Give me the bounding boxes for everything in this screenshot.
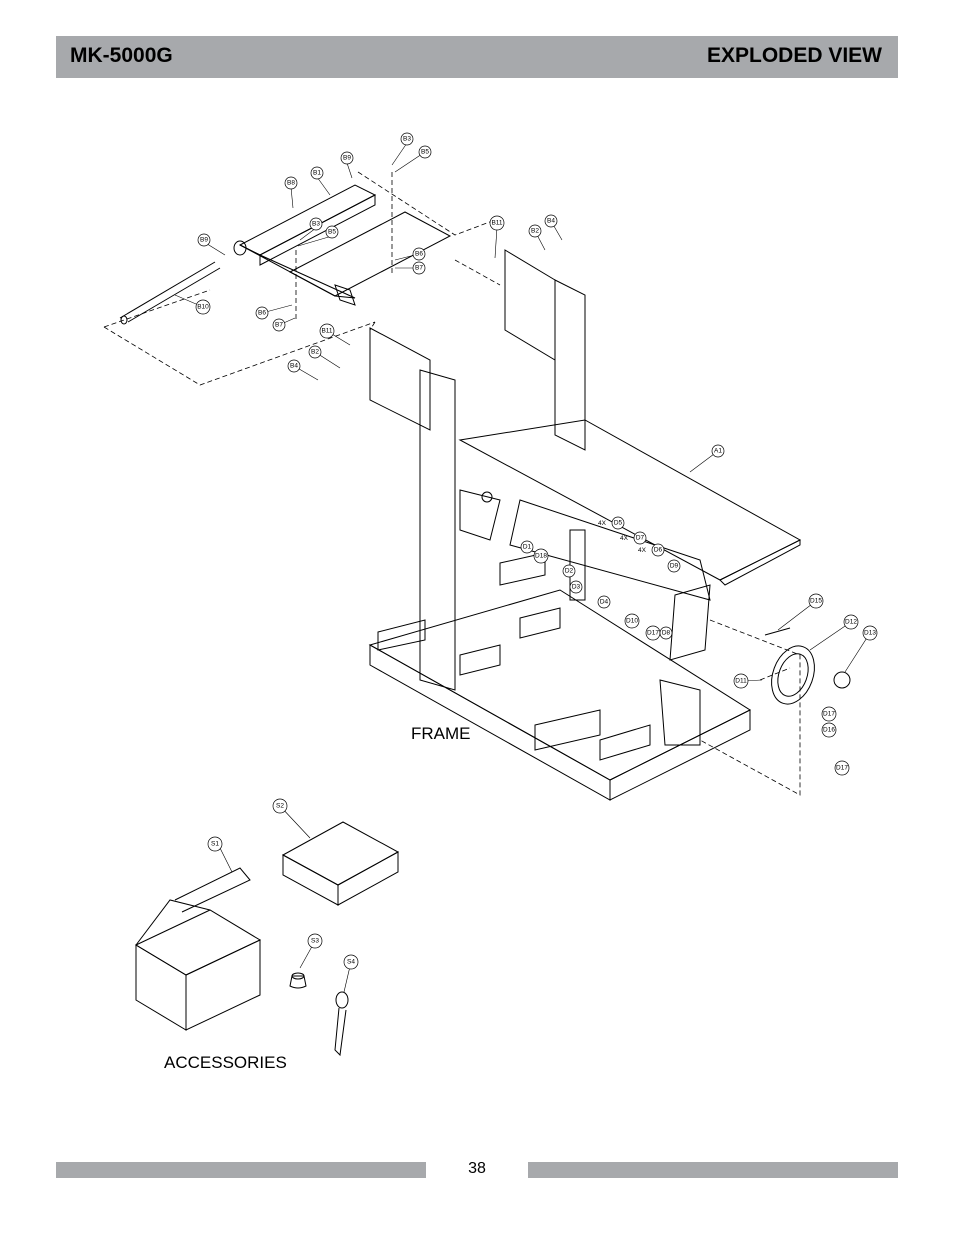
accessories-caption: ACCESSORIES (164, 1053, 287, 1072)
callout-b1: B1 (313, 170, 321, 177)
model-name: MK-5000G (70, 44, 173, 67)
header-bar: MK-5000G EXPLODED VIEW (56, 36, 898, 78)
leader-lines (174, 142, 871, 993)
callout-b2: B2 (531, 228, 539, 235)
callout-b7: B7 (275, 322, 283, 329)
callout-b3: B3 (403, 136, 411, 143)
quantity-label: 4X (638, 547, 647, 554)
quantity-label: 4X (598, 520, 607, 527)
handwheel (764, 627, 851, 705)
callout-b9: B9 (200, 237, 208, 244)
callout-d2: D2 (565, 568, 574, 575)
beam-assembly (119, 184, 452, 325)
callout-b5: B5 (421, 149, 429, 156)
page-title: EXPLODED VIEW (706, 44, 882, 67)
footer-bar-left (56, 1162, 426, 1178)
callouts: B3 B5 B9 B1 B8 B3 B5 B9 B6 B7 B10 B6 B7 … (195, 132, 878, 970)
callout-b10: B10 (197, 304, 209, 311)
callout-d17: D17 (836, 765, 848, 772)
callout-d12: D12 (845, 619, 857, 626)
callout-d4: D4 (600, 599, 609, 606)
callout-d10: D10 (626, 618, 638, 625)
callout-d17: D17 (647, 630, 659, 637)
footer-bar-right (528, 1162, 898, 1178)
callout-d5: D5 (614, 520, 623, 527)
callout-s2: S2 (276, 803, 284, 810)
frame-assembly (368, 249, 802, 801)
callout-s1: S1 (211, 841, 219, 848)
accessories-drawing (134, 821, 400, 1057)
callout-d7: D7 (636, 535, 645, 542)
callout-d16: D16 (823, 727, 835, 734)
callout-d8: D8 (662, 630, 671, 637)
callout-b6: B6 (415, 251, 423, 258)
callout-d1: D1 (523, 544, 532, 551)
callout-d17: D17 (823, 711, 835, 718)
callout-d9: D9 (670, 563, 679, 570)
assembly-lines (103, 171, 801, 796)
callout-b11: B11 (491, 220, 502, 227)
callout-b2: B2 (311, 349, 319, 356)
callout-b6: B6 (258, 310, 266, 317)
callout-d11: D11 (735, 678, 747, 685)
callout-d6: D6 (654, 547, 663, 554)
callout-b4: B4 (547, 218, 555, 225)
callout-b11: B11 (321, 328, 332, 335)
callout-b5: B5 (328, 229, 336, 236)
callout-a1: A1 (714, 448, 722, 455)
callout-d15: D15 (810, 598, 822, 605)
callout-b8: B8 (287, 180, 295, 187)
callout-d3: D3 (572, 584, 581, 591)
quantity-label: 4X (620, 535, 629, 542)
callout-d13: D13 (864, 630, 876, 637)
callout-d18: D18 (535, 553, 547, 560)
callout-b3: B3 (312, 221, 320, 228)
page-number: 38 (468, 1160, 486, 1177)
callout-b7: B7 (415, 265, 423, 272)
callout-b4: B4 (290, 363, 298, 370)
callout-s3: S3 (311, 938, 319, 945)
frame-caption: FRAME (411, 724, 471, 743)
callout-b9: B9 (343, 155, 351, 162)
callout-s4: S4 (347, 959, 355, 966)
